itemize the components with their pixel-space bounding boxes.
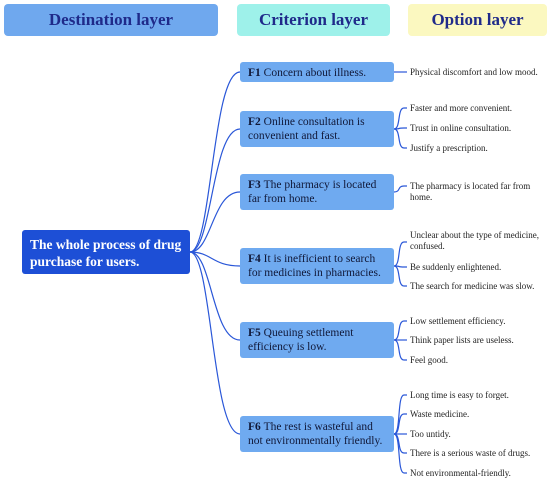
- branch-criterion-to-option: [393, 107, 407, 130]
- branch-criterion-to-option: [393, 413, 407, 435]
- criterion-text: Concern about illness.: [263, 67, 367, 79]
- branch-criterion-to-option: [393, 320, 407, 341]
- option-item: Trust in online consultation.: [410, 123, 512, 133]
- criterion-node-f1: F1 Concern about illness.: [240, 62, 394, 82]
- option-item: Not environmental-friendly.: [410, 468, 511, 478]
- option-item: Low settlement efficiency.: [410, 316, 506, 326]
- option-item: There is a serious waste of drugs.: [410, 448, 531, 458]
- criterion-id: F5: [248, 327, 261, 339]
- criterion-text: Queuing settlement efficiency is low.: [248, 327, 354, 353]
- branch-root-to-criterion: [189, 191, 241, 253]
- criterion-node-f4: F4 It is inefficient to search for medic…: [240, 248, 394, 284]
- option-item: Feel good.: [410, 355, 448, 365]
- option-item: Justify a prescription.: [410, 143, 488, 153]
- branch-criterion-to-option: [393, 339, 407, 361]
- branch-root-to-criterion: [189, 251, 241, 267]
- branch-criterion-to-option: [393, 185, 407, 193]
- option-item: The pharmacy is located far from home.: [410, 181, 531, 202]
- criterion-id: F6: [248, 421, 261, 433]
- criterion-text: Online consultation is convenient and fa…: [248, 116, 365, 142]
- branch-root-to-criterion: [189, 71, 241, 253]
- option-item: Long time is easy to forget.: [410, 390, 509, 400]
- destination-node: The whole process of drug purchase for u…: [22, 230, 190, 274]
- branch-criterion-to-option: [393, 241, 407, 267]
- criterion-node-f3: F3 The pharmacy is located far from home…: [240, 174, 394, 210]
- criterion-node-f2: F2 Online consultation is convenient and…: [240, 111, 394, 147]
- criterion-id: F2: [248, 116, 261, 128]
- criterion-text: The rest is wasteful and not environment…: [248, 421, 383, 447]
- option-item: Be suddenly enlightened.: [410, 262, 502, 272]
- criterion-id: F4: [248, 253, 261, 265]
- criterion-layer-header: Criterion layer: [237, 4, 390, 36]
- branch-criterion-to-option: [393, 265, 407, 287]
- criterion-id: F3: [248, 179, 261, 191]
- option-item: Too untidy.: [410, 429, 451, 439]
- option-layer-header: Option layer: [408, 4, 547, 36]
- branch-root-to-criterion: [189, 251, 241, 435]
- option-item: The search for medicine was slow.: [410, 281, 535, 291]
- criterion-text: The pharmacy is located far from home.: [248, 179, 377, 205]
- option-item: Physical discomfort and low mood.: [410, 67, 538, 77]
- criterion-node-f5: F5 Queuing settlement efficiency is low.: [240, 322, 394, 358]
- destination-layer-header: Destination layer: [4, 4, 218, 36]
- branch-root-to-criterion: [189, 251, 241, 341]
- criterion-id: F1: [248, 67, 261, 79]
- option-item: Faster and more convenient.: [410, 103, 512, 113]
- branch-root-to-criterion: [189, 128, 241, 253]
- option-item: Think paper lists are useless.: [410, 335, 514, 345]
- branch-criterion-to-option: [393, 433, 407, 474]
- option-item: Unclear about the type of medicine, conf…: [410, 230, 539, 251]
- branch-criterion-to-option: [393, 128, 407, 149]
- criterion-text: It is inefficient to search for medicine…: [248, 253, 381, 279]
- criterion-node-f6: F6 The rest is wasteful and not environm…: [240, 416, 394, 452]
- option-item: Waste medicine.: [410, 409, 470, 419]
